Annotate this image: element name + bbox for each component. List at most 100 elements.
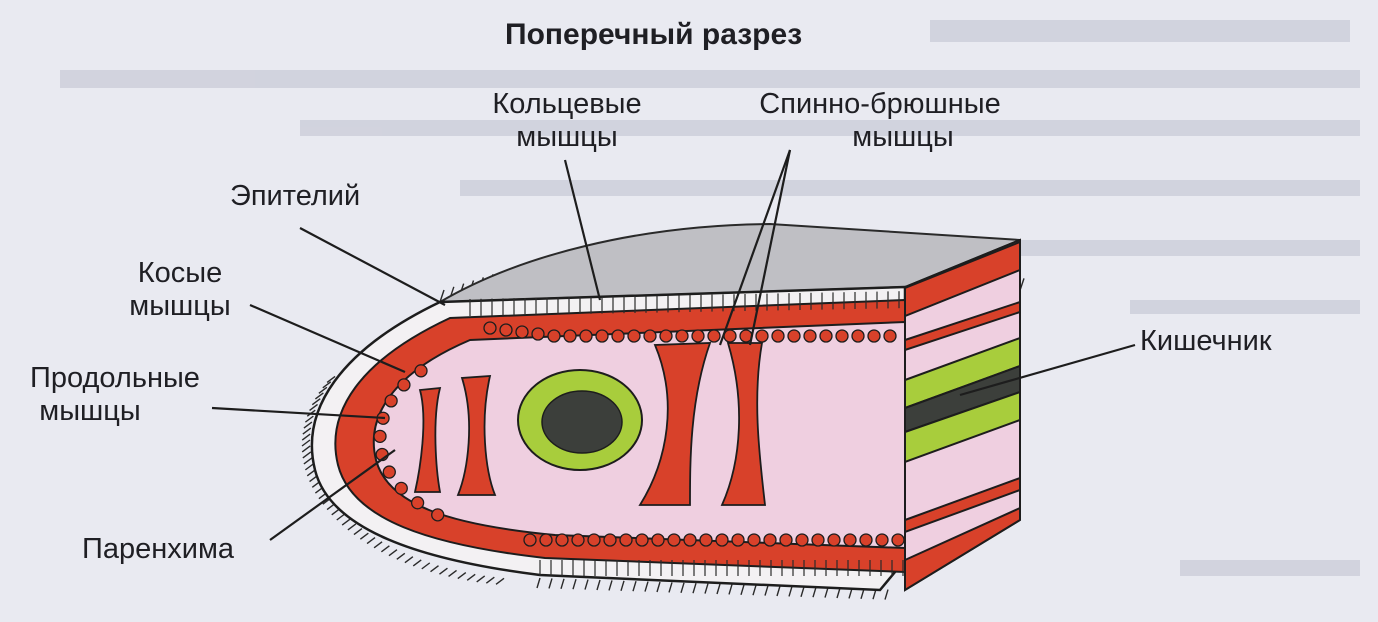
muscle-bead: [883, 329, 897, 343]
bristle: [495, 577, 505, 585]
label-dorsoventral-line2: мышцы: [852, 121, 954, 153]
bristle: [439, 567, 448, 575]
label-oblique-muscles: Косые мышцы: [110, 257, 250, 323]
bristle: [302, 427, 312, 435]
bristle: [704, 583, 709, 594]
bristle: [560, 578, 565, 590]
bristle: [341, 518, 351, 526]
label-oblique-line2: мышцы: [129, 290, 231, 322]
label-parenchyma: Паренхима: [82, 533, 235, 565]
leader-line: [718, 149, 792, 346]
muscle-bead: [819, 329, 833, 343]
bristle: [309, 403, 318, 411]
dorsoventral-muscles: [413, 342, 767, 506]
muscle-bead: [707, 329, 721, 343]
bristle: [302, 451, 312, 459]
bristle: [366, 537, 376, 545]
bristle: [644, 581, 649, 592]
leader-line: [211, 406, 386, 420]
muscle-bead: [515, 325, 529, 339]
muscle-bead: [499, 323, 513, 337]
label-longitudinal-muscles: Продольные мышцы: [0, 362, 230, 428]
bristle: [318, 386, 328, 394]
bristle: [848, 588, 853, 599]
muscle-bead: [771, 329, 785, 343]
muscle-bead: [699, 533, 713, 547]
bristle: [836, 587, 841, 599]
muscle-bead: [595, 329, 609, 343]
bristle: [596, 579, 601, 591]
bristle: [884, 589, 889, 600]
bristle: [301, 439, 311, 447]
bristle: [620, 580, 625, 592]
bristle: [311, 398, 321, 406]
muscle-bead: [547, 329, 561, 343]
leader-line: [249, 303, 406, 374]
bristle: [656, 581, 661, 593]
bristle: [692, 582, 697, 594]
muscle-bead: [667, 533, 681, 547]
muscle-bead: [579, 329, 593, 343]
leader-line: [563, 159, 602, 301]
leader-lines: [211, 149, 1136, 541]
bristle: [716, 583, 721, 595]
bristle: [304, 415, 314, 423]
bristle: [301, 433, 311, 441]
muscle-bead: [835, 329, 849, 343]
bristle: [824, 587, 829, 598]
bristle: [439, 289, 445, 303]
muscle-bead: [539, 533, 553, 547]
bristle: [373, 541, 383, 549]
muscle-bead: [643, 329, 657, 343]
muscle-bead: [875, 533, 889, 547]
muscle-bead: [563, 329, 577, 343]
bristle: [301, 445, 311, 453]
bristle: [536, 577, 541, 589]
bristle: [430, 565, 439, 573]
longitudinal-muscle-beads: [373, 321, 937, 547]
bristle: [812, 586, 817, 598]
muscle-bead: [731, 533, 745, 547]
muscle-bead: [410, 496, 425, 510]
label-longitudinal-line2: мышцы: [39, 395, 141, 427]
muscle-bead: [891, 533, 905, 547]
epithelium-cells: [469, 291, 904, 576]
bristle: [448, 569, 457, 578]
bristle: [359, 532, 369, 540]
label-intestine: Кишечник: [1140, 325, 1272, 357]
bristle: [412, 559, 422, 567]
muscle-bead: [587, 533, 601, 547]
bristle: [303, 421, 313, 429]
bristle: [668, 582, 673, 593]
bristle: [764, 585, 769, 596]
muscle-bead: [531, 327, 545, 341]
muscle-bead: [811, 533, 825, 547]
top-surface: [439, 222, 1021, 303]
bristle: [776, 585, 781, 597]
muscle-bead: [803, 329, 817, 343]
bristle: [347, 523, 357, 531]
label-oblique-line1: Косые: [137, 257, 223, 289]
muscle-bead: [384, 394, 398, 408]
muscle-bead: [683, 533, 697, 547]
bristle: [314, 392, 324, 400]
label-ring-muscles-line1: Кольцевые: [492, 88, 642, 120]
muscle-bead: [431, 508, 445, 522]
bristle: [485, 576, 495, 584]
label-ring-muscles: Кольцевые мышцы: [462, 88, 672, 154]
muscle-bead: [747, 533, 761, 547]
bristle: [466, 573, 476, 581]
label-epithelium: Эпителий: [230, 180, 361, 212]
muscle-bead: [382, 465, 396, 479]
bristle: [584, 579, 589, 590]
bristle: [608, 580, 613, 591]
muscle-bead: [651, 533, 665, 547]
muscle-bead: [483, 321, 497, 335]
bristle: [800, 586, 805, 598]
bristle: [740, 584, 745, 596]
muscle-bead: [394, 481, 408, 495]
bristle: [326, 375, 336, 384]
bristle: [728, 584, 733, 595]
bristle: [388, 549, 398, 557]
